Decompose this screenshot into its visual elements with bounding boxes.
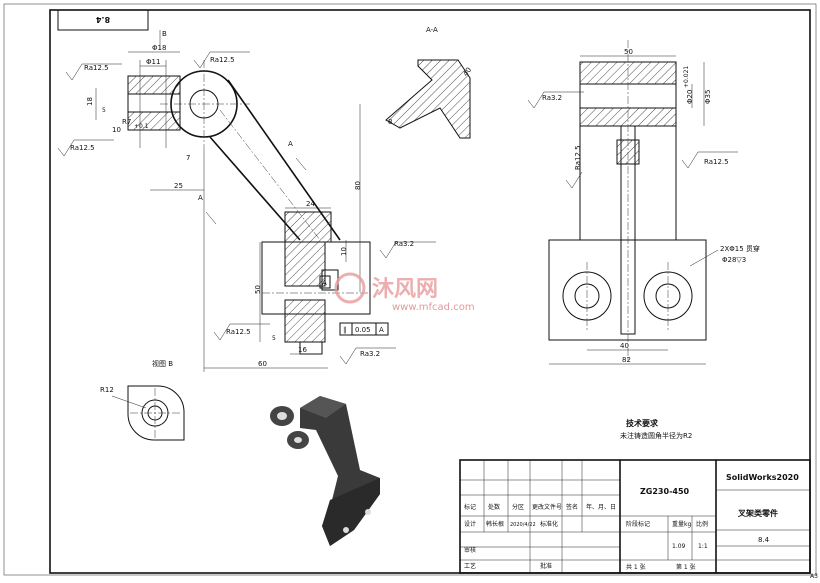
corner-box-text: 8.4 — [95, 15, 110, 24]
tb-scale-value: 8.4 — [758, 536, 770, 544]
view-a-bottom: A — [198, 194, 203, 202]
tb-row-sign: 签名 — [566, 503, 578, 511]
dim-5b: 5 — [272, 335, 276, 342]
tol-sym: ∥ — [343, 326, 347, 334]
dim-18: 18 — [86, 97, 94, 106]
side-dim-20tol: +0.021 — [683, 66, 690, 88]
dim-10b: 10 — [340, 247, 348, 256]
tb-std-label: 标准化 — [540, 520, 558, 528]
tb-sheets: 共 1 张 — [626, 563, 646, 571]
tb-stage-label: 阶段标记 — [626, 520, 650, 528]
section-label: A-A — [426, 26, 438, 34]
view-b-label: 视图 B — [152, 359, 173, 368]
tb-approve-label: 批准 — [540, 562, 552, 570]
section-a-a: A-A 40 8 — [385, 26, 474, 139]
dim-80: 80 — [354, 181, 362, 190]
dim-r7: R7 — [122, 118, 131, 126]
tb-drawing-no: ZG230-450 — [640, 487, 690, 496]
ra-bottom: Ra12.5 — [226, 328, 251, 336]
tb-review-label: 审核 — [464, 546, 476, 554]
front-view: Φ18 Φ11 18 5 10 +0.1 R7 7 25 80 24 10 50… — [57, 30, 436, 372]
corner-box — [57, 9, 149, 31]
tb-sheet: 第 1 张 — [676, 563, 696, 571]
tb-weight-value: 1.09 — [672, 543, 686, 550]
side-dim-35: Φ35 — [704, 90, 712, 104]
side-dim-40: 40 — [620, 342, 629, 350]
dim-d18: Φ18 — [152, 44, 166, 52]
watermark-brand: 沐风网 — [372, 277, 438, 302]
side-dim-82: 82 — [622, 356, 631, 364]
side-ra-125b: Ra12.5 — [574, 145, 582, 170]
datum-box — [319, 275, 331, 289]
side-cbore: Φ28▽3 — [722, 256, 746, 264]
tb-row-count: 处数 — [488, 503, 500, 511]
section-dim-8: 8 — [388, 118, 392, 126]
tech-req-line1: 未注铸造圆角半径为R2 — [620, 431, 692, 440]
side-view: 50 Φ20 +0.021 Φ35 40 82 Ra3.2 Ra12.5 Ra1… — [527, 40, 760, 365]
view-a-top: A — [288, 140, 293, 148]
watermark-url: www.mfcad.com — [392, 302, 475, 313]
side-holes: 2XΦ15 贯穿 — [720, 244, 760, 253]
tb-designer: 韩长根 — [486, 520, 504, 528]
tb-part-name: 叉架类零件 — [737, 508, 778, 518]
outer-border — [3, 3, 817, 576]
dim-10: 10 — [112, 126, 121, 134]
title-block: 标记 处数 分区 更改文件号 签名 年、月、日 设计 韩长根 2020/4/22… — [459, 459, 811, 574]
watermark: 沐风网 www.mfcad.com — [334, 272, 475, 313]
dim-24: 24 — [306, 200, 315, 208]
ra-top: Ra12.5 — [210, 56, 235, 64]
ra-32b: Ra3.2 — [360, 350, 380, 358]
dim-60: 60 — [258, 360, 267, 368]
view-b: 视图 B R12 — [100, 359, 185, 441]
inner-border — [49, 9, 811, 574]
tb-ratio-label: 比例 — [696, 520, 708, 528]
tb-craft-label: 工艺 — [464, 562, 476, 570]
dim-5: 5 — [102, 107, 106, 114]
datum-a: A — [322, 279, 327, 287]
tol-val: 0.05 — [355, 326, 371, 334]
ra-32: Ra3.2 — [394, 240, 414, 248]
dim-50: 50 — [254, 285, 262, 294]
tech-req-title: 技术要求 — [626, 418, 659, 428]
tb-row-change: 更改文件号 — [532, 503, 562, 511]
ra-left: Ra12.5 — [70, 144, 95, 152]
dim-d11: Φ11 — [146, 58, 160, 66]
tb-row-mark: 标记 — [464, 503, 476, 511]
section-dim-40: 40 — [462, 66, 474, 78]
tol-plus: +0.1 — [134, 123, 149, 130]
dim-16: 16 — [298, 346, 307, 354]
tb-row-date: 年、月、日 — [586, 503, 616, 511]
tol-ref: A — [379, 326, 384, 334]
ra-top-left: Ra12.5 — [84, 64, 109, 72]
side-dim-20: Φ20 — [686, 90, 694, 104]
sheet-size: A3 — [810, 573, 818, 579]
side-ra-125: Ra12.5 — [704, 158, 729, 166]
tb-weight-label: 重量kg — [672, 520, 691, 528]
dim-25: 25 — [174, 182, 183, 190]
tb-software: SolidWorks2020 — [726, 473, 799, 482]
side-ra-32: Ra3.2 — [542, 94, 562, 102]
dim-7: 7 — [186, 154, 190, 162]
tb-design-date: 2020/4/22 — [510, 522, 536, 528]
iso-model — [270, 396, 380, 546]
tb-row-zone: 分区 — [512, 503, 524, 511]
tb-design-label: 设计 — [464, 520, 476, 528]
view-b-r12: R12 — [100, 386, 114, 394]
side-dim-50: 50 — [624, 48, 633, 56]
tolerance-frame — [339, 322, 389, 336]
tb-ratio-value: 1:1 — [698, 543, 708, 550]
view-b-arrow: B — [162, 30, 167, 38]
